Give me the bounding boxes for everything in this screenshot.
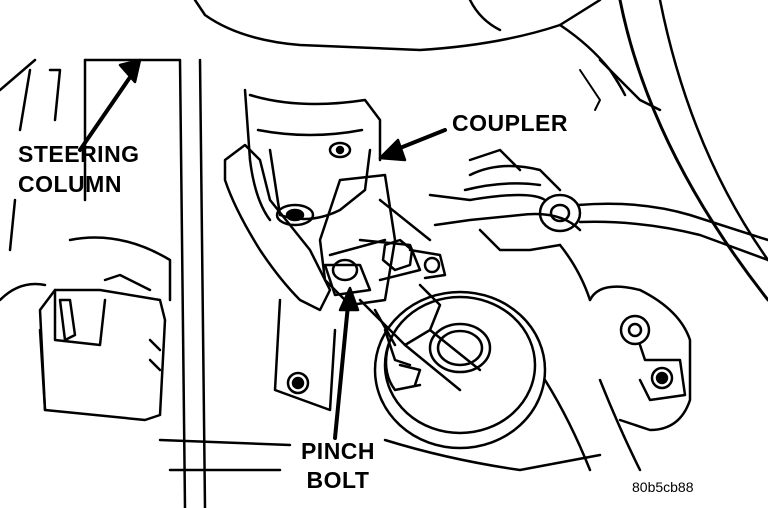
coupler-label: COUPLER	[452, 110, 568, 136]
pinch-bolt-arrow	[333, 286, 360, 440]
wiring-harness	[428, 148, 768, 302]
pinch-bolt-label: PINCH BOLT	[290, 440, 386, 492]
floor-panel	[158, 378, 642, 472]
module-box	[0, 236, 172, 422]
dash-housing	[193, 0, 662, 112]
pinch-bolt-label-line2: BOLT	[306, 467, 370, 493]
figure-code: 80b5cb88	[632, 479, 694, 495]
pinch-bolt-head	[381, 238, 447, 280]
steering-column-label-line1: STEERING	[18, 141, 140, 167]
support-bracket	[223, 143, 337, 412]
steering-column-label-line2: COLUMN	[18, 171, 122, 197]
steering-column-shaft	[243, 88, 382, 227]
steering-column-label: STEERING COLUMN	[18, 143, 140, 196]
right-bracket	[588, 0, 768, 432]
steering-column-arrow	[78, 58, 142, 152]
dash-seal	[373, 290, 547, 450]
pinch-bolt-label-line1: PINCH	[300, 438, 376, 464]
left-panel	[0, 0, 207, 508]
coupler	[318, 173, 432, 307]
coupler-arrow	[378, 128, 447, 162]
